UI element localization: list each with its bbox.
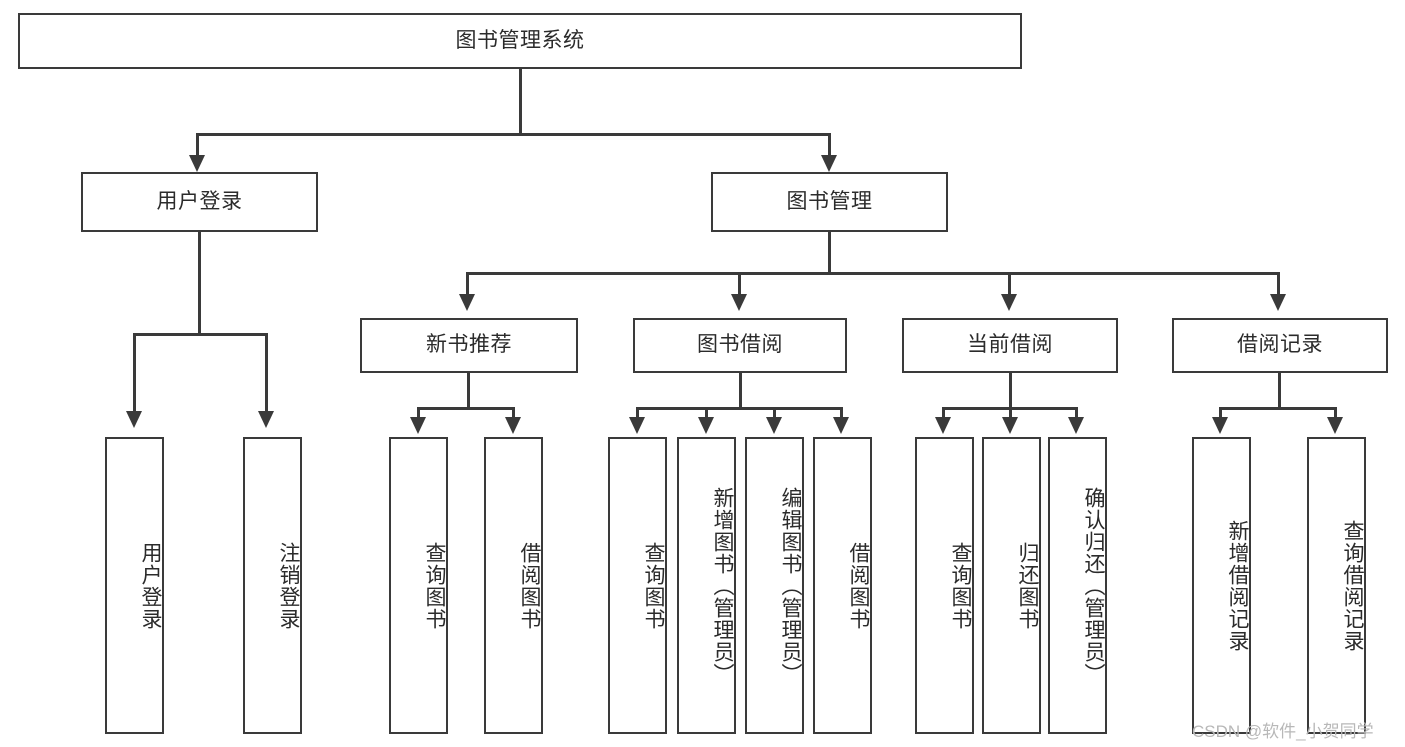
node-label: 用户登录: [139, 541, 162, 630]
node-label: 借阅图书: [847, 541, 870, 630]
node-label: 新增借阅记录: [1226, 519, 1249, 652]
node-label: 查询图书: [949, 541, 972, 630]
arrowhead-user-login: [189, 155, 205, 172]
leaf-nb-borrow-book[interactable]: 借阅图书: [484, 437, 543, 734]
arrowhead-bb-add-book: [698, 417, 714, 434]
connector-new-book-to-leaf-2: [512, 407, 515, 419]
connector-bm-to-borrow: [738, 272, 741, 296]
connector-user-login-to-leaf-2: [265, 333, 268, 413]
connector-cb-to-leaf-3: [1075, 407, 1078, 419]
connector-cb-to-leaf-1: [942, 407, 945, 419]
node-label: 图书借阅: [697, 333, 783, 357]
node-label: 编辑图书（管理员）: [779, 486, 802, 685]
arrowhead-book-management: [821, 155, 837, 172]
arrowhead-new-book-recommend: [459, 294, 475, 311]
arrowhead-br-query-record: [1327, 417, 1343, 434]
leaf-br-add-record[interactable]: 新增借阅记录: [1192, 437, 1251, 734]
connector-br-to-leaf-1: [1219, 407, 1222, 419]
arrowhead-bb-query-book: [629, 417, 645, 434]
leaf-br-query-record[interactable]: 查询借阅记录: [1307, 437, 1366, 734]
connector-book-borrow-stem: [739, 373, 742, 409]
node-label: 当前借阅: [967, 333, 1053, 357]
arrowhead-br-add-record: [1212, 417, 1228, 434]
node-label: 注销登录: [277, 541, 300, 630]
node-label: 图书管理系统: [455, 28, 585, 52]
connector-root-to-user-login: [196, 133, 199, 157]
leaf-bb-edit-book[interactable]: 编辑图书（管理员）: [745, 437, 804, 734]
node-label: 新书推荐: [426, 333, 512, 357]
node-label: 确认归还（管理员）: [1082, 486, 1105, 685]
arrowhead-cb-query-book: [935, 417, 951, 434]
connector-root-stem: [519, 69, 522, 135]
connector-book-management-stem: [828, 232, 831, 274]
node-label: 借阅记录: [1237, 333, 1323, 357]
arrowhead-cb-confirm-return: [1068, 417, 1084, 434]
leaf-bb-borrow-book[interactable]: 借阅图书: [813, 437, 872, 734]
arrowhead-borrow-records: [1270, 294, 1286, 311]
connector-bm-to-current: [1008, 272, 1011, 296]
arrowhead-bb-edit-book: [766, 417, 782, 434]
arrowhead-cb-return-book: [1002, 417, 1018, 434]
connector-current-borrow-stem: [1009, 373, 1012, 409]
leaf-nb-query-book[interactable]: 查询图书: [389, 437, 448, 734]
leaf-cb-query-book[interactable]: 查询图书: [915, 437, 974, 734]
node-label: 图书管理: [786, 189, 873, 213]
connector-new-book-stem: [467, 373, 470, 409]
connector-bm-to-new-book: [466, 272, 469, 296]
node-label: 新增图书（管理员）: [711, 486, 734, 685]
watermark-text: CSDN @软件_小贺同学: [1192, 722, 1374, 741]
arrowhead-leaf-user-login: [126, 411, 142, 428]
arrowhead-nb-query-book: [410, 417, 426, 434]
connector-bb-to-leaf-4: [840, 407, 843, 419]
node-label: 借阅图书: [518, 541, 541, 630]
arrowhead-bb-borrow-book: [833, 417, 849, 434]
connector-user-login-to-leaf-1: [133, 333, 136, 413]
node-book-borrow[interactable]: 图书借阅: [633, 318, 847, 373]
connector-bb-to-leaf-1: [636, 407, 639, 419]
connector-bb-to-leaf-3: [773, 407, 776, 419]
connector-book-borrow-bus: [636, 407, 843, 410]
node-label: 归还图书: [1016, 541, 1039, 630]
connector-book-management-bus: [466, 272, 1280, 275]
leaf-user-login[interactable]: 用户登录: [105, 437, 164, 734]
node-label: 用户登录: [156, 189, 243, 213]
connector-borrow-records-stem: [1278, 373, 1281, 409]
leaf-bb-add-book[interactable]: 新增图书（管理员）: [677, 437, 736, 734]
node-label: 查询图书: [423, 541, 446, 630]
arrowhead-leaf-logout: [258, 411, 274, 428]
leaf-cb-confirm-return[interactable]: 确认归还（管理员）: [1048, 437, 1107, 734]
node-current-borrow[interactable]: 当前借阅: [902, 318, 1118, 373]
node-book-management[interactable]: 图书管理: [711, 172, 948, 232]
connector-root-to-book-management: [828, 133, 831, 157]
csdn-watermark: CSDN @软件_小贺同学: [1192, 717, 1374, 742]
leaf-logout[interactable]: 注销登录: [243, 437, 302, 734]
connector-user-login-stem: [198, 232, 201, 335]
node-label: 查询借阅记录: [1341, 519, 1364, 652]
connector-new-book-bus: [417, 407, 515, 410]
connector-root-bus: [196, 133, 831, 136]
connector-bb-to-leaf-2: [705, 407, 708, 419]
connector-borrow-records-bus: [1219, 407, 1337, 410]
arrowhead-book-borrow: [731, 294, 747, 311]
arrowhead-current-borrow: [1001, 294, 1017, 311]
connector-bm-to-records: [1277, 272, 1280, 296]
connector-br-to-leaf-2: [1334, 407, 1337, 419]
connector-user-login-bus: [133, 333, 268, 336]
leaf-bb-query-book[interactable]: 查询图书: [608, 437, 667, 734]
leaf-cb-return-book[interactable]: 归还图书: [982, 437, 1041, 734]
connector-cb-to-leaf-2: [1009, 407, 1012, 419]
connector-new-book-to-leaf-1: [417, 407, 420, 419]
node-new-book-recommend[interactable]: 新书推荐: [360, 318, 578, 373]
node-label: 查询图书: [642, 541, 665, 630]
arrowhead-nb-borrow-book: [505, 417, 521, 434]
node-borrow-records[interactable]: 借阅记录: [1172, 318, 1388, 373]
node-root-book-management-system[interactable]: 图书管理系统: [18, 13, 1022, 69]
node-user-login[interactable]: 用户登录: [81, 172, 318, 232]
